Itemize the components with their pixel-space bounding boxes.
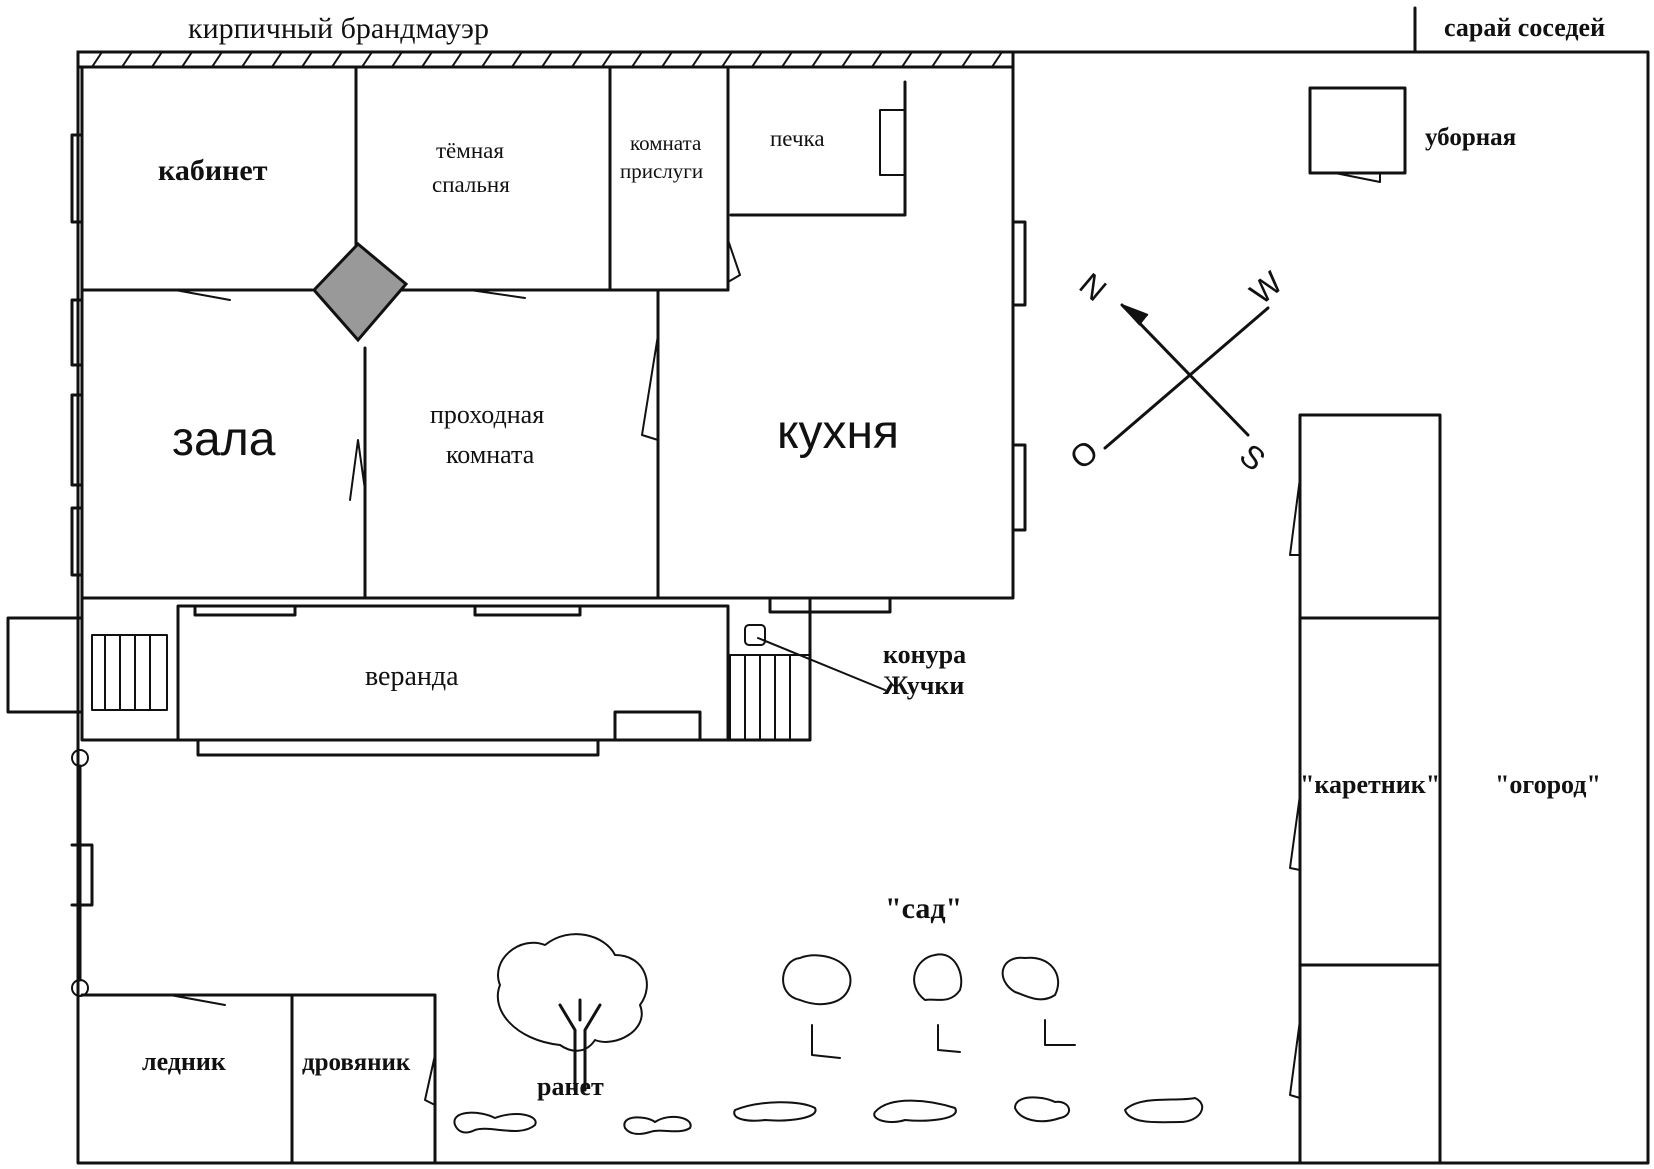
flower-bed: [1014, 1096, 1070, 1123]
garden-label: "сад": [885, 892, 962, 925]
hall-label: зала: [172, 413, 276, 466]
ranet-tree-icon: [496, 933, 648, 1052]
tree-icon: [1001, 956, 1076, 1046]
stove-label: печка: [770, 126, 825, 151]
firewall-label: кирпичный брандмауэр: [188, 12, 489, 45]
veranda-label: веранда: [365, 661, 459, 692]
compass-s-label: S: [1233, 437, 1272, 478]
ranet-label: ранет: [537, 1072, 604, 1101]
brick-firewall: [76, 50, 1015, 69]
compass-rose: [1103, 303, 1270, 450]
flower-bed: [873, 1099, 957, 1123]
vegetable-garden-label: "огород": [1495, 770, 1601, 799]
flower-bed: [453, 1111, 537, 1134]
left-fence: [70, 749, 94, 997]
flower-bed: [1124, 1097, 1204, 1124]
house-walls: [70, 65, 1027, 600]
servant-room-label-2: прислуги: [620, 159, 703, 183]
doghouse-label-2: Жучки: [883, 671, 964, 700]
study-label: кабинет: [158, 154, 268, 187]
compass-w-label: W: [1243, 264, 1290, 312]
garden-trees: [496, 933, 1076, 1092]
compass-n-label: N: [1073, 266, 1114, 308]
carriage-house-structure: [1289, 413, 1442, 1165]
property-boundary: [76, 50, 1650, 1165]
flower-beds: [453, 1096, 1204, 1135]
doghouse-label-1: конура: [883, 640, 966, 669]
tree-icon: [782, 954, 852, 1059]
tree-icon: [913, 953, 963, 1053]
servant-room-label-1: комната: [630, 131, 702, 155]
veranda-structure: [6, 596, 892, 757]
flower-bed: [733, 1101, 817, 1122]
neighbors-shed-label: сарай соседей: [1444, 13, 1605, 42]
toilet-label: уборная: [1425, 124, 1516, 151]
carriage-house-label: "каретник": [1300, 770, 1440, 799]
icehouse-label: ледник: [142, 1047, 226, 1076]
dark-bedroom-label-2: спальня: [432, 172, 510, 197]
woodshed-label: дровяник: [302, 1049, 411, 1076]
passage-room-label-2: комната: [446, 440, 535, 469]
flower-bed: [623, 1115, 692, 1135]
toilet-structure: [1308, 86, 1407, 183]
kitchen-label: кухня: [777, 406, 899, 459]
passage-room-label-1: проходная: [430, 400, 544, 429]
compass-o-label: O: [1063, 433, 1105, 477]
outbuildings-bottom-left: [80, 993, 437, 1165]
dark-bedroom-label-1: тёмная: [436, 138, 504, 163]
